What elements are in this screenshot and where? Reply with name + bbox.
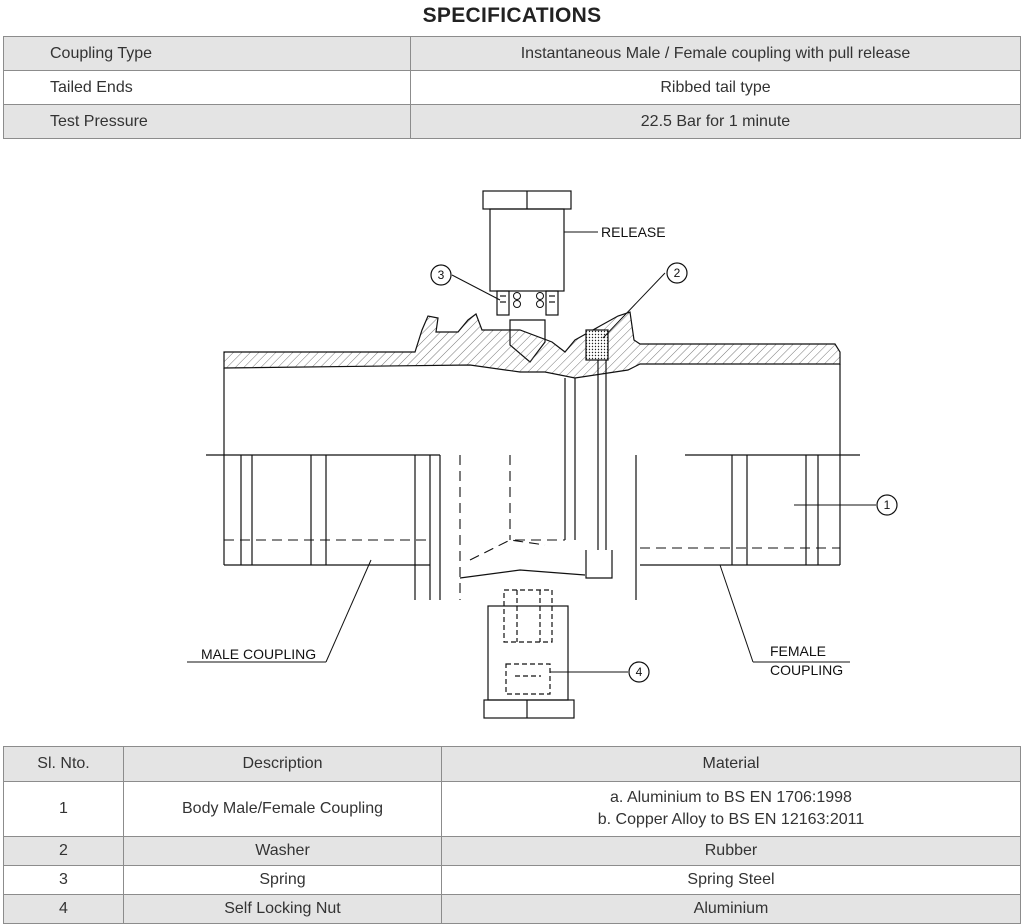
ribs-male [240,455,327,565]
table-header-row: Sl. Nto. Description Material [3,746,1021,782]
material-line-a: a. Aluminium to BS EN 1706:1998 [610,789,852,806]
spec-row: Tailed Ends Ribbed tail type [3,70,1021,105]
specifications-table: Coupling Type Instantaneous Male / Femal… [3,36,1021,139]
cell-description: Body Male/Female Coupling [123,781,442,837]
release-label: RELEASE [601,224,666,240]
header-serial: Sl. Nto. [3,746,124,782]
page-title: SPECIFICATIONS [422,4,602,27]
spec-key: Coupling Type [3,36,411,71]
table-row: 2 Washer Rubber [3,836,1021,866]
table-row: 4 Self Locking Nut Aluminium [3,894,1021,924]
spring [513,292,544,308]
ribs-female [731,455,819,565]
body-section [223,311,841,379]
male-coupling-label: MALE COUPLING [201,646,316,662]
cell-material: Aluminium [441,894,1021,924]
cell-description: Washer [123,836,442,866]
coupling-drawing: 1 2 3 4 RELEASE MALE COUPLING FEMALE COU… [187,190,898,719]
cell-serial: 3 [3,865,124,895]
female-coupling-label-line1: FEMALE [770,643,826,659]
cell-serial: 2 [3,836,124,866]
washer [585,329,609,361]
spec-row: Coupling Type Instantaneous Male / Femal… [3,36,1021,71]
table-row: 3 Spring Spring Steel [3,865,1021,895]
header-material: Material [441,746,1021,782]
cell-material: Spring Steel [441,865,1021,895]
callout-1: 1 [876,494,898,516]
svg-text:3: 3 [438,268,445,282]
cell-material: a. Aluminium to BS EN 1706:1998 b. Coppe… [441,781,1021,837]
cell-material: Rubber [441,836,1021,866]
material-line-b: b. Copper Alloy to BS EN 12163:2011 [597,811,865,828]
header-description: Description [123,746,442,782]
callout-4: 4 [628,661,650,683]
svg-text:4: 4 [636,665,643,679]
svg-text:2: 2 [674,266,681,280]
spec-value: Ribbed tail type [410,70,1021,105]
table-row: 1 Body Male/Female Coupling a. Aluminium… [3,781,1021,837]
release-cap [482,190,572,316]
spec-row: Test Pressure 22.5 Bar for 1 minute [3,104,1021,139]
female-coupling-label-line2: COUPLING [770,662,843,678]
parts-table: Sl. Nto. Description Material 1 Body Mal… [3,746,1021,924]
cell-description: Self Locking Nut [123,894,442,924]
cell-serial: 4 [3,894,124,924]
svg-text:1: 1 [884,498,891,512]
cell-description: Spring [123,865,442,895]
cell-serial: 1 [3,781,124,837]
spec-value: 22.5 Bar for 1 minute [410,104,1021,139]
callout-3: 3 [430,264,452,286]
spec-value: Instantaneous Male / Female coupling wit… [410,36,1021,71]
self-locking-nut [483,589,575,719]
callout-2: 2 [666,262,688,284]
spec-key: Test Pressure [3,104,411,139]
spec-key: Tailed Ends [3,70,411,105]
